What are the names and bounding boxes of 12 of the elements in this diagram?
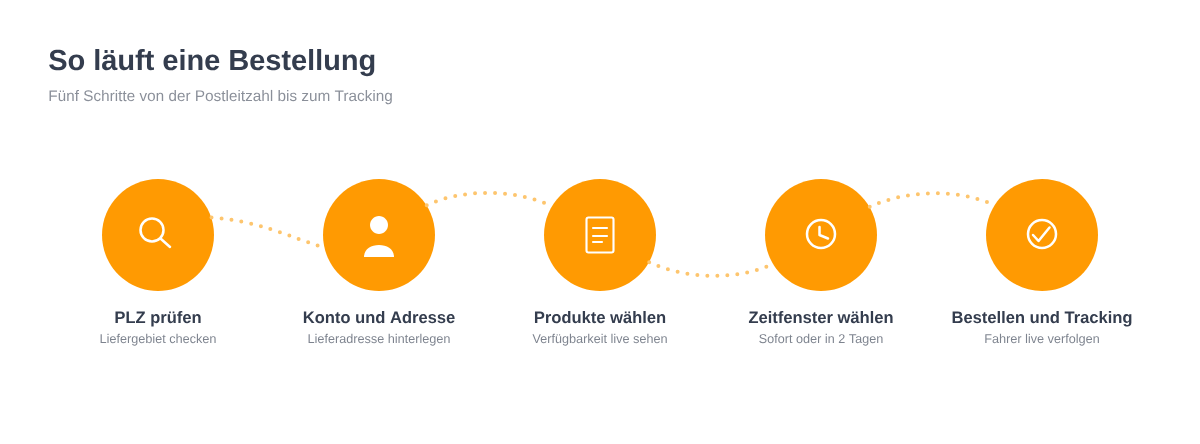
subtitle: Fünf Schritte von der Postleitzahl bis zum Tracking [49, 89, 392, 105]
title: So läuft eine Bestellung [49, 49, 375, 77]
step-title: Bestellen und Tracking [952, 311, 1132, 327]
step-title: PLZ prüfen [115, 311, 201, 327]
step-caption: Lieferadresse hinterlegen [308, 333, 450, 346]
step-caption: Sofort oder in 2 Tagen [759, 333, 883, 346]
step-caption: Verfügbarkeit live sehen [532, 333, 667, 346]
step-title: Konto und Adresse [303, 311, 455, 324]
step-caption: Liefergebiet checken [100, 333, 216, 346]
step-title: Produkte wählen [534, 311, 666, 324]
step-caption: Fahrer live verfolgen [985, 333, 1099, 346]
step-title: Zeitfenster wählen [748, 311, 893, 324]
